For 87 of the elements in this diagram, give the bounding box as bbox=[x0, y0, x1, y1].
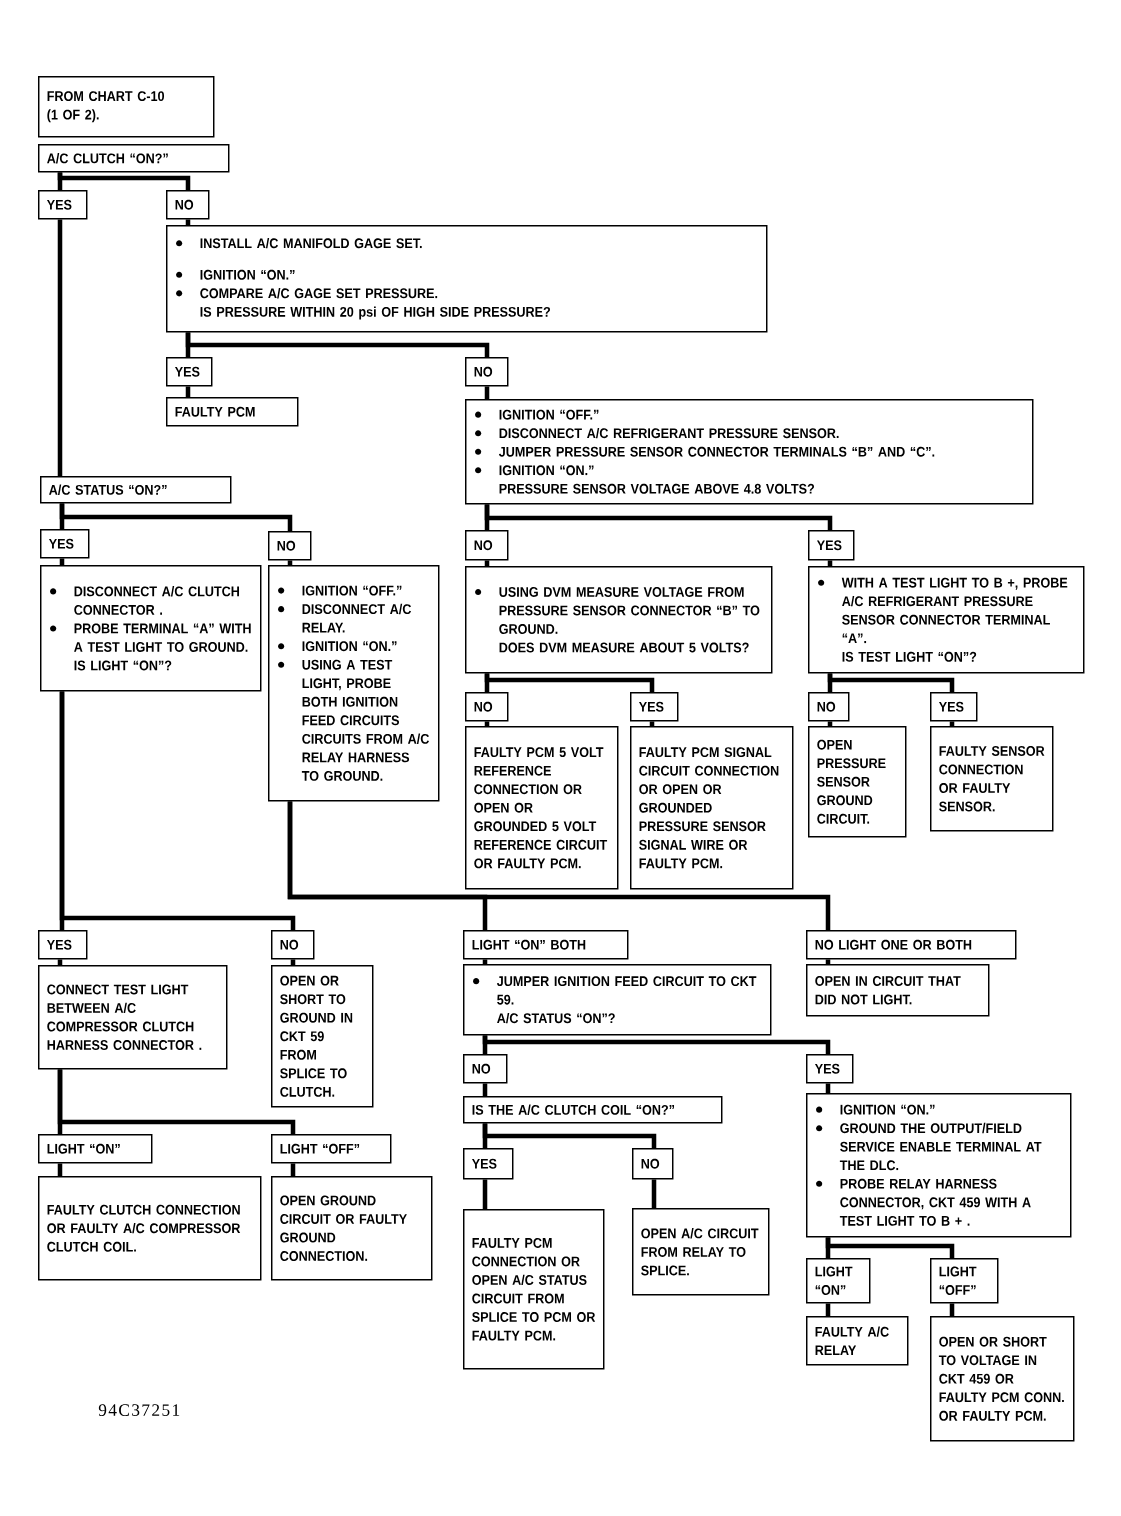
connector-line bbox=[185, 332, 490, 357]
question-box: A/C CLUTCH “ON?” bbox=[38, 144, 230, 173]
connector-line bbox=[59, 503, 293, 531]
step-box: USING DVM MEASURE VOLTAGE FROM PRESSURE SENSOR CONNECTOR “B” TO GROUND. DOES DVM MEASURE ABOUT 5 VOLTS? bbox=[465, 566, 773, 674]
connector-line bbox=[651, 1179, 657, 1208]
branch-box: LIGHT “ON” BOTH bbox=[463, 930, 629, 960]
branch-box: NO bbox=[268, 531, 312, 561]
connector-line bbox=[484, 560, 490, 566]
step-box: IGNITION “OFF.” DISCONNECT A/C REFRIGERANT PRESSURE SENSOR. JUMPER PRESSURE SENSOR CONNECTOR TERMINALS “B” AND “C”. IGNITION “ON.” PRESSURE SENSOR VOLTAGE ABOVE 4.8 VOLTS? bbox=[465, 399, 1034, 505]
branch-box: YES bbox=[463, 1148, 514, 1180]
result-box: FAULTY CLUTCH CONNECTION OR FAULTY A/C COMPRESSOR CLUTCH COIL. bbox=[38, 1176, 262, 1281]
connector-line bbox=[827, 560, 833, 566]
branch-box: NO bbox=[632, 1148, 674, 1180]
connector-line bbox=[482, 1123, 657, 1148]
connector-line bbox=[825, 1237, 955, 1258]
connector-line bbox=[484, 673, 655, 692]
branch-box: YES bbox=[40, 529, 90, 559]
connector-line bbox=[57, 1069, 296, 1134]
branch-box: NO bbox=[166, 190, 210, 220]
branch-box: NO bbox=[465, 692, 509, 722]
start-box: FROM CHART C-10 (1 OF 2). bbox=[38, 76, 215, 138]
step-box: INSTALL A/C MANIFOLD GAGE SET. IGNITION “ON.” COMPARE A/C GAGE SET PRESSURE. IS PRESSURE WITHIN 20 psi OF HIGH SIDE PRESSURE? bbox=[166, 225, 768, 333]
branch-box: LIGHT “OFF” bbox=[271, 1134, 392, 1164]
branch-box: LIGHT “ON” bbox=[38, 1134, 153, 1164]
result-box: FAULTY A/C RELAY bbox=[806, 1316, 909, 1366]
connector-line bbox=[482, 1035, 831, 1054]
connector-line bbox=[287, 801, 831, 930]
branch-box: YES bbox=[38, 190, 88, 220]
connector-line bbox=[287, 560, 293, 565]
connector-line bbox=[59, 691, 296, 930]
connector-line bbox=[825, 1303, 831, 1316]
branch-box: YES bbox=[808, 530, 855, 561]
step-box: IGNITION “OFF.” DISCONNECT A/C RELAY. IGNITION “ON.” USING A TEST LIGHT, PROBE BOTH IGNITION FEED CIRCUITS CIRCUITS FROM A/C RELAY HARNESS TO GROUND. bbox=[268, 565, 440, 802]
connector-line bbox=[57, 1163, 63, 1176]
connector-line bbox=[185, 386, 191, 397]
step-box: JUMPER IGNITION FEED CIRCUIT TO CKT 59. A/C STATUS “ON”? bbox=[463, 964, 772, 1036]
branch-box: NO LIGHT ONE OR BOTH bbox=[806, 930, 1017, 960]
connector-line bbox=[827, 721, 833, 726]
question-box: IS THE A/C CLUTCH COIL “ON?” bbox=[463, 1096, 723, 1124]
result-box: OPEN OR SHORT TO VOLTAGE IN CKT 459 OR FAULTY PCM CONN. OR FAULTY PCM. bbox=[930, 1316, 1075, 1442]
branch-box: NO bbox=[808, 692, 850, 722]
connector-line bbox=[484, 721, 490, 726]
branch-box: NO bbox=[463, 1054, 508, 1084]
result-box: FAULTY PCM SIGNAL CIRCUIT CONNECTION OR OPEN OR GROUNDED PRESSURE SENSOR SIGNAL WIRE OR FAULTY PCM. bbox=[630, 726, 794, 890]
connector-line bbox=[482, 959, 488, 964]
connector-line bbox=[290, 959, 296, 965]
connector-line bbox=[57, 959, 63, 965]
connector-line bbox=[825, 959, 831, 964]
connector-line bbox=[482, 1179, 488, 1209]
connector-line bbox=[949, 1303, 955, 1316]
branch-box: YES bbox=[630, 692, 679, 722]
branch-box: NO bbox=[465, 530, 509, 561]
branch-box: LIGHT “OFF” bbox=[930, 1258, 999, 1304]
figure-code: 94C37251 bbox=[98, 1404, 180, 1416]
step-box: IGNITION “ON.” GROUND THE OUTPUT/FIELD SERVICE ENABLE TERMINAL AT THE DLC. PROBE RELAY HARNESS CONNECTOR, CKT 459 WITH A TEST LIGHT TO B + . bbox=[806, 1093, 1072, 1238]
connector-line bbox=[827, 673, 955, 692]
result-box: OPEN IN CIRCUIT THAT DID NOT LIGHT. bbox=[806, 964, 990, 1017]
connector-line bbox=[649, 721, 655, 726]
branch-box: YES bbox=[38, 930, 88, 960]
connector-line bbox=[484, 504, 833, 530]
branch-box: NO bbox=[465, 357, 509, 387]
connector-line bbox=[825, 1083, 831, 1093]
result-box: OPEN PRESSURE SENSOR GROUND CIRCUIT. bbox=[808, 726, 907, 838]
result-box: OPEN GROUND CIRCUIT OR FAULTY GROUND CONNECTION. bbox=[271, 1176, 433, 1281]
step-box: DISCONNECT A/C CLUTCH CONNECTOR . PROBE TERMINAL “A” WITH A TEST LIGHT TO GROUND. IS LIGHT “ON”? bbox=[40, 565, 262, 692]
branch-box: LIGHT “ON” bbox=[806, 1258, 871, 1304]
branch-box: YES bbox=[930, 692, 978, 722]
step-box: CONNECT TEST LIGHT BETWEEN A/C COMPRESSOR CLUTCH HARNESS CONNECTOR . bbox=[38, 965, 228, 1070]
connector-line bbox=[57, 219, 63, 476]
result-box: OPEN OR SHORT TO GROUND IN CKT 59 FROM SPLICE TO CLUTCH. bbox=[271, 965, 374, 1108]
connector-line bbox=[59, 558, 65, 565]
result-box: FAULTY PCM 5 VOLT REFERENCE CONNECTION OR OPEN OR GROUNDED 5 VOLT REFERENCE CIRCUIT OR FAULTY PCM. bbox=[465, 726, 619, 890]
connector-line bbox=[57, 172, 191, 190]
result-box: FAULTY SENSOR CONNECTION OR FAULTY SENSOR. bbox=[930, 726, 1054, 832]
result-box: OPEN A/C CIRCUIT FROM RELAY TO SPLICE. bbox=[632, 1208, 770, 1296]
connector-line bbox=[185, 219, 191, 225]
branch-box: YES bbox=[806, 1054, 854, 1084]
question-box: A/C STATUS “ON?” bbox=[40, 476, 232, 504]
step-box: WITH A TEST LIGHT TO B +, PROBE A/C REFRIGERANT PRESSURE SENSOR CONNECTOR TERMINAL “A”. IS TEST LIGHT “ON”? bbox=[808, 566, 1085, 674]
connector-line bbox=[482, 1083, 488, 1096]
connector-line bbox=[949, 721, 955, 726]
connector-line bbox=[290, 1163, 296, 1176]
connector-line bbox=[484, 386, 490, 399]
result-box: FAULTY PCM CONNECTION OR OPEN A/C STATUS CIRCUIT FROM SPLICE TO PCM OR FAULTY PCM. bbox=[463, 1209, 605, 1370]
branch-box: YES bbox=[166, 357, 213, 387]
branch-box: NO bbox=[271, 930, 315, 960]
result-box: FAULTY PCM bbox=[166, 397, 299, 427]
